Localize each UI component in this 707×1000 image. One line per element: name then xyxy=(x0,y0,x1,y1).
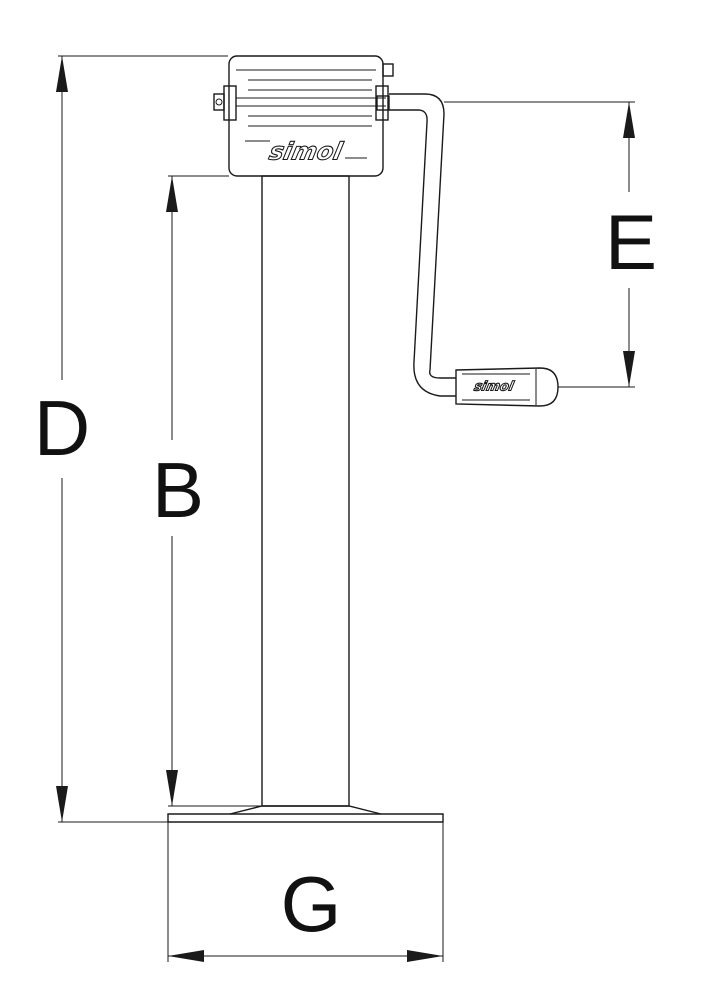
dimension-b-label: B xyxy=(152,446,204,534)
handle-brand-logo: simol xyxy=(473,380,516,395)
dimension-g xyxy=(168,950,443,962)
dimension-e xyxy=(623,102,635,387)
crank-handle xyxy=(389,93,456,397)
dimension-e-label: E xyxy=(605,198,657,286)
dimension-g-label: G xyxy=(281,860,342,948)
logo-underline xyxy=(245,140,367,159)
support-tube xyxy=(261,175,350,807)
head-brand-logo: simol xyxy=(267,137,346,166)
dimension-b xyxy=(166,176,178,806)
foot-plate xyxy=(167,805,444,823)
extension-lines xyxy=(58,55,635,962)
gearbox-head xyxy=(213,55,394,177)
dimension-d-label: D xyxy=(34,384,90,472)
dimension-d xyxy=(56,56,68,822)
